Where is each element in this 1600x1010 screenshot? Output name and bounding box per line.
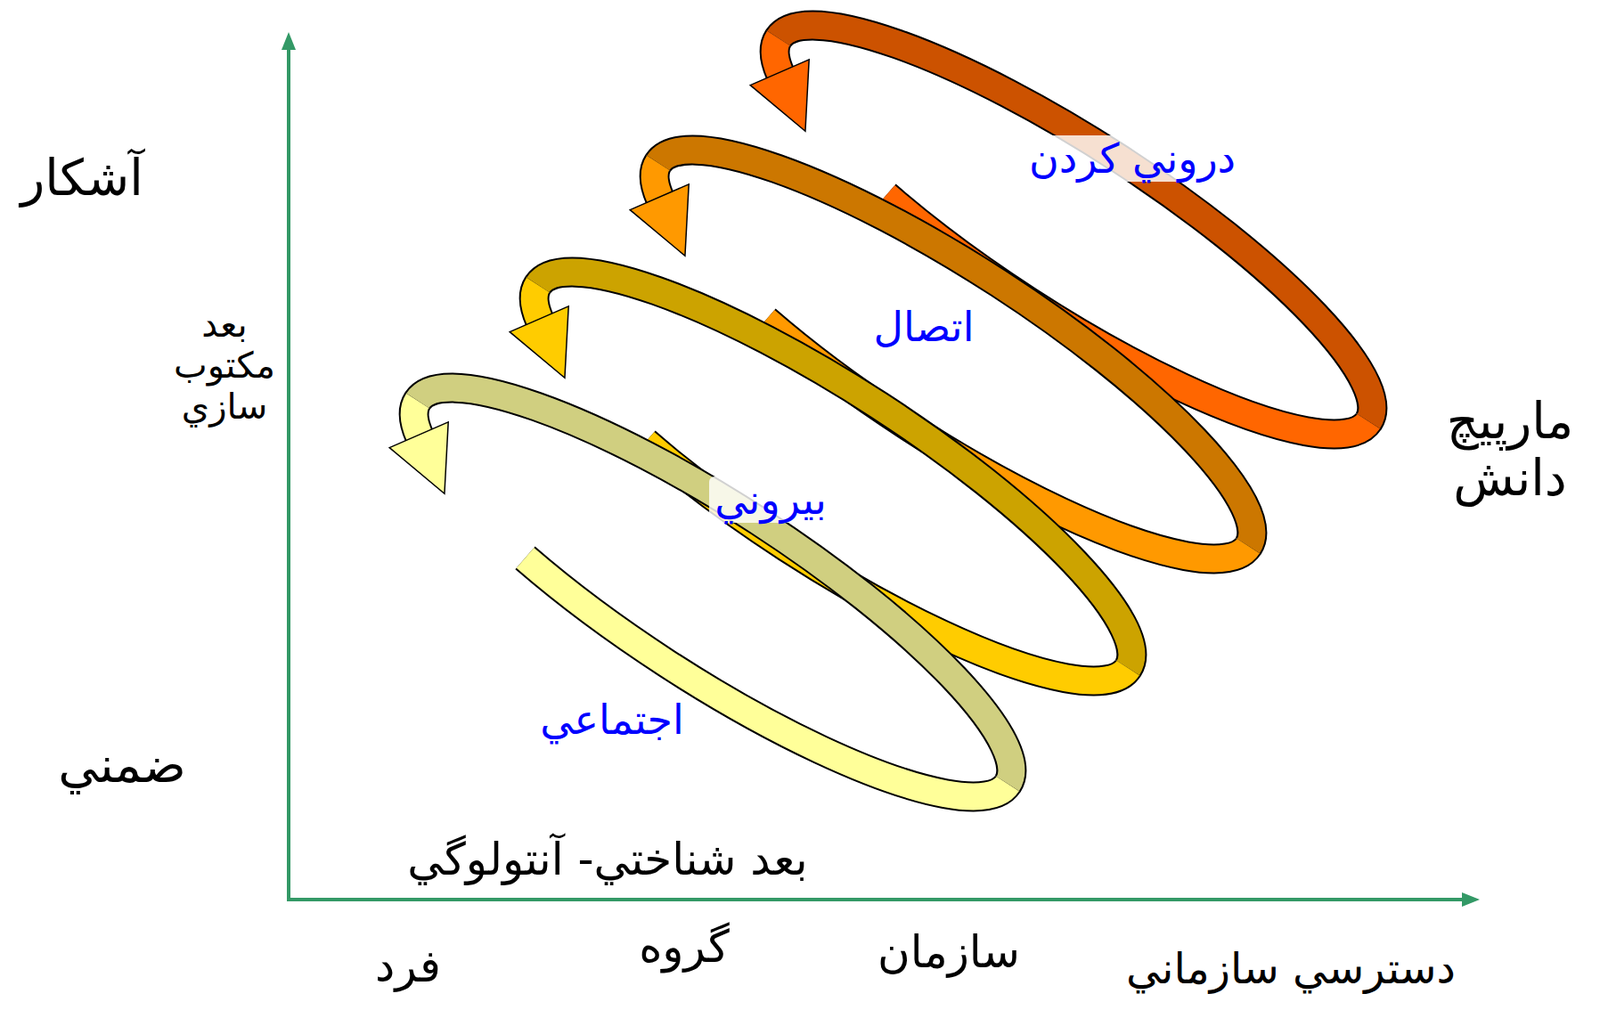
axis-tick-label: گروه [638, 922, 730, 974]
ribbon-arrow [762, 38, 797, 74]
ribbon-outline [762, 38, 797, 74]
ribbon-arrow [401, 400, 436, 437]
phase-label: دروني کردن [1023, 135, 1241, 183]
ribbon-outline [519, 496, 1009, 855]
ribbon-front [519, 496, 1009, 855]
axis-tick-label: سازمان [877, 927, 1021, 980]
ribbon-outline [522, 285, 556, 321]
spiral-title: مارپيچ دانش [1446, 392, 1575, 508]
phase-label: اتصال [868, 303, 980, 352]
axis-title: بعد مکتوب سازي [173, 303, 276, 427]
axis-tick-label: فرد [375, 941, 441, 994]
phase-label: بيروني [709, 476, 832, 524]
axis-title: بعد شناختي- آنتولوگي [407, 834, 808, 887]
axis-pole-label: آشکار [20, 149, 144, 207]
vertical-axis [286, 46, 291, 900]
ribbon-outline [401, 400, 436, 437]
spiral-loop [371, 329, 1054, 856]
axis-pole-label: ضمني [57, 736, 187, 794]
ribbon-arrow [522, 285, 556, 321]
spiral-loop [491, 213, 1175, 740]
ribbon-arrow [642, 163, 677, 199]
spiral-loop [732, 0, 1415, 493]
spiral-loop [612, 91, 1295, 618]
ribbon-outline [642, 163, 677, 199]
phase-label: اجتماعي [534, 696, 690, 744]
axis-tick-label: دسترسي سازماني [1126, 944, 1456, 994]
horizontal-axis [286, 897, 1466, 902]
